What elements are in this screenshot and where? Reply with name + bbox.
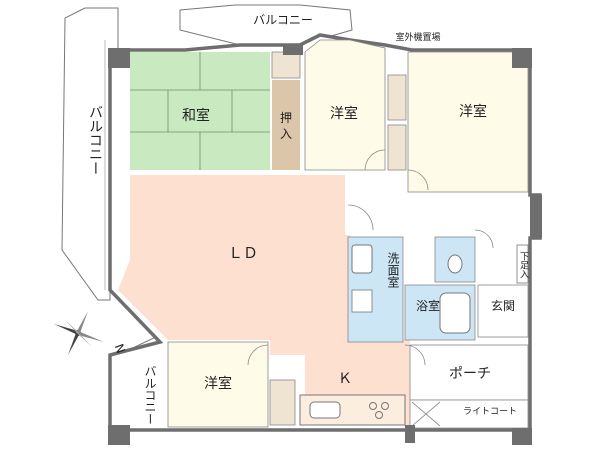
stove-burner-2 <box>381 402 389 410</box>
balcony-top-outline <box>179 4 353 46</box>
room-genkan <box>477 284 529 338</box>
label-senmenshitsu: 洗面室 <box>386 252 400 288</box>
washer-space <box>351 289 373 313</box>
sink <box>309 401 341 419</box>
toilet-bowl <box>447 254 463 274</box>
label-yoshitsu-right: 洋室 <box>459 103 487 120</box>
stove-burner-3 <box>375 411 383 419</box>
label-balcony-bottom: バルコニー <box>143 365 157 425</box>
light-court <box>409 399 529 429</box>
label-yoshitsu-bottom: 洋室 <box>204 375 232 392</box>
label-light-court: ライトコート <box>463 406 517 417</box>
room-oshiire <box>272 80 300 170</box>
structural-columns <box>108 45 542 445</box>
room-porch <box>409 344 529 401</box>
label-yoshitsu-center: 洋室 <box>330 105 358 122</box>
closet-top <box>271 51 301 79</box>
closet-bottom <box>269 379 296 426</box>
closet-right-1 <box>387 74 407 121</box>
compass-rose-icon <box>54 311 104 355</box>
washbasin <box>351 244 373 274</box>
label-yokushitsu: 浴室 <box>416 298 440 313</box>
door-swings <box>247 149 494 366</box>
bathtub <box>439 292 471 334</box>
label-outdoor-unit: 室外機置場 <box>395 31 440 43</box>
label-kitchen: Ｋ <box>338 371 352 387</box>
label-oshiire-1: 押 <box>280 111 292 125</box>
shoe-box <box>516 244 529 284</box>
label-balcony-top: バルコニー <box>253 13 313 27</box>
balcony-left-outline <box>61 7 119 301</box>
label-north: N <box>112 342 128 355</box>
label-ld: ＬＤ <box>228 244 258 262</box>
stove-burner-1 <box>369 402 377 410</box>
label-oshiire-2: 入 <box>280 127 292 141</box>
tatami-lines <box>130 52 270 170</box>
label-shoe-box: 下足入 <box>518 252 529 279</box>
closet-right-2 <box>387 124 407 171</box>
room-yoshitsu-right <box>407 51 529 193</box>
room-yoshitsu-center <box>304 39 386 171</box>
label-genkan: 玄関 <box>491 298 515 313</box>
room-yoshitsu-bottom <box>167 341 269 428</box>
label-porch: ポーチ <box>449 366 491 382</box>
label-balcony-left: バルコニー <box>87 105 103 175</box>
room-toilet <box>434 236 476 283</box>
label-washitsu: 和室 <box>182 107 210 124</box>
room-ld <box>118 175 410 425</box>
